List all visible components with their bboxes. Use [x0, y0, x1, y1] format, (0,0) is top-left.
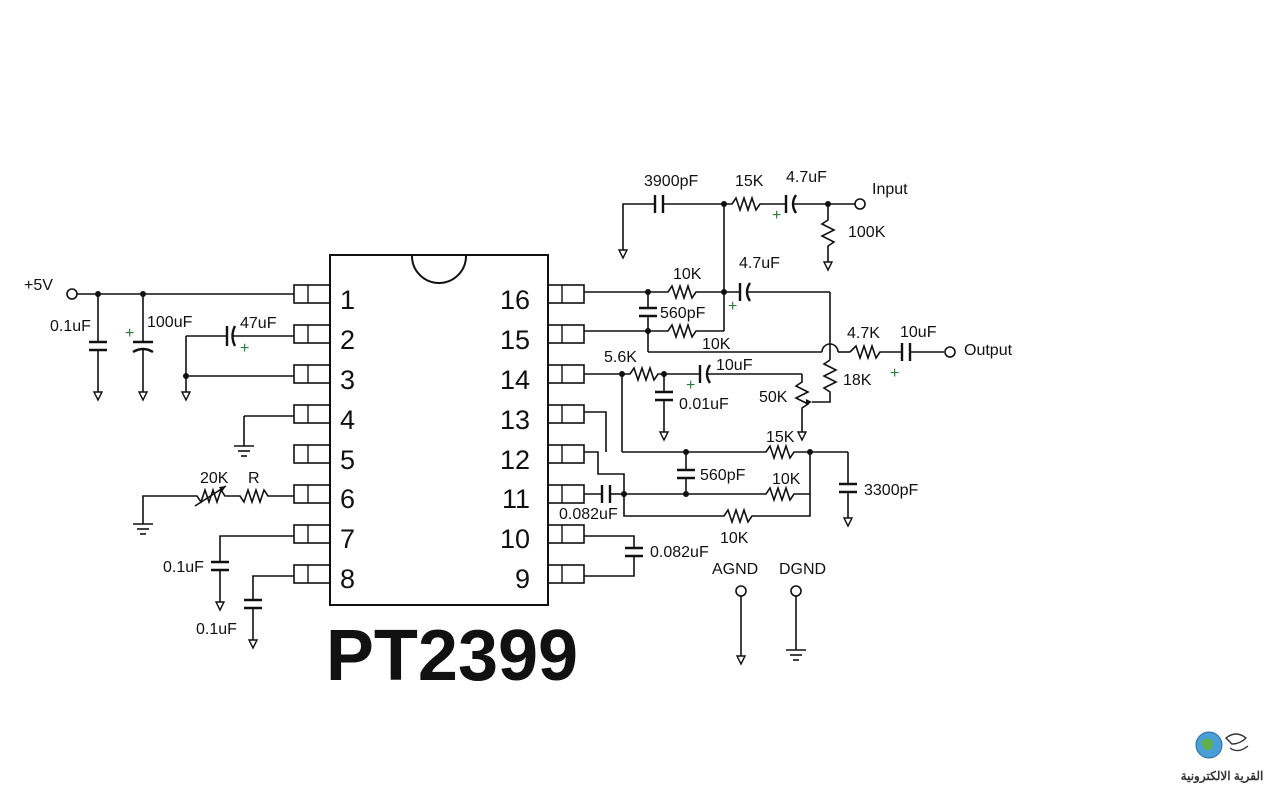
pin-box-left-4	[293, 404, 331, 424]
pin-box-right-8	[547, 564, 585, 584]
c-01uf-b-label: 0.1uF	[163, 559, 204, 576]
pin-number-7: 7	[340, 524, 355, 554]
pin-box-right-7	[547, 524, 585, 544]
pin-number-16: 16	[500, 285, 530, 315]
c-10uf-out-label: 10uF	[900, 324, 937, 341]
ic-body	[329, 254, 549, 606]
pin-number-8: 8	[340, 564, 355, 594]
r-10k-b-label: 10K	[702, 336, 731, 353]
pin-box-right-4	[547, 404, 585, 424]
c-01uf-c-label: 0.1uF	[196, 621, 237, 638]
watermark-text: القرية الالكترونية	[1181, 769, 1264, 784]
r-r-label: R	[248, 470, 260, 487]
pin-box-left-3	[293, 364, 331, 384]
watermark-logo	[1195, 731, 1249, 759]
r-10k-c-label: 10K	[772, 471, 801, 488]
left-circuit: + +	[66, 288, 294, 650]
chip-title: PT2399	[326, 616, 578, 696]
pin-box-left-7	[293, 524, 331, 544]
c-47uf-in-label: 4.7uF	[786, 169, 827, 186]
ic-pin-boxes	[293, 284, 585, 584]
pin-number-11: 11	[502, 484, 530, 514]
c-100uf-label: 100uF	[147, 314, 193, 331]
pin-number-15: 15	[500, 325, 530, 355]
output-label: Output	[964, 342, 1013, 359]
r-47k-label: 4.7K	[847, 325, 880, 342]
c-001uf-label: 0.01uF	[679, 396, 729, 413]
pin-box-right-1	[547, 284, 585, 304]
pin-box-left-2	[293, 324, 331, 344]
dgnd-label: DGND	[779, 561, 826, 578]
agnd-terminal	[735, 585, 747, 597]
svg-text:+: +	[890, 365, 899, 382]
c-10uf-b-label: 10uF	[716, 357, 753, 374]
pin-number-3: 3	[340, 365, 355, 395]
pin-number-6: 6	[340, 484, 355, 514]
svg-text:+: +	[240, 340, 249, 357]
pin-number-14: 14	[500, 365, 530, 395]
pin-box-right-3	[547, 364, 585, 384]
pin-number-10: 10	[500, 524, 530, 554]
svg-text:+: +	[728, 298, 737, 315]
c-47uf-b-label: 4.7uF	[739, 255, 780, 272]
r-10k-d-label: 10K	[720, 530, 749, 547]
pin-box-right-2	[547, 324, 585, 344]
c-3300pf-label: 3300pF	[864, 482, 918, 499]
c-560pf-b-label: 560pF	[700, 467, 746, 484]
r-10k-a-label: 10K	[673, 266, 702, 283]
svg-text:+: +	[772, 207, 781, 224]
ic-pin-numbers: 1 2 3 4 5 6 7 8 16 15 14 13 12 11 10 9	[340, 285, 530, 594]
vcc-terminal	[66, 288, 78, 300]
c-0082uf-b-label: 0.082uF	[650, 544, 709, 561]
svg-text:+: +	[686, 377, 695, 394]
dgnd-terminal	[790, 585, 802, 597]
pin-box-left-1	[293, 284, 331, 304]
svg-text:+: +	[125, 325, 134, 342]
pin-box-right-5	[547, 444, 585, 464]
r-15k-in-label: 15K	[735, 173, 764, 190]
pot-50k-label: 50K	[759, 389, 788, 406]
vcc-label: +5V	[24, 277, 53, 294]
r-20k-label: 20K	[200, 470, 229, 487]
pin-box-left-8	[293, 564, 331, 584]
pin-number-13: 13	[500, 405, 530, 435]
pin-number-5: 5	[340, 445, 355, 475]
c-47uf-label: 47uF	[240, 315, 277, 332]
r-15k-b-label: 15K	[766, 429, 795, 446]
input-terminal	[854, 198, 866, 210]
right-circuit: + + +	[584, 194, 956, 666]
c-0082uf-a-label: 0.082uF	[559, 506, 618, 523]
pin-number-1: 1	[340, 285, 355, 315]
pin-box-right-6	[547, 484, 585, 504]
pin-number-2: 2	[340, 325, 355, 355]
pin-number-12: 12	[500, 445, 530, 475]
r-18k-label: 18K	[843, 372, 872, 389]
input-label: Input	[872, 181, 908, 198]
pin-box-left-6	[293, 484, 331, 504]
pin-number-9: 9	[515, 564, 530, 594]
pin-number-4: 4	[340, 405, 355, 435]
output-terminal	[944, 346, 956, 358]
c-560pf-a-label: 560pF	[660, 305, 706, 322]
c-01uf-a-label: 0.1uF	[50, 318, 91, 335]
r-56k-label: 5.6K	[604, 349, 637, 366]
pin-box-left-5	[293, 444, 331, 464]
r-100k-label: 100K	[848, 224, 886, 241]
agnd-label: AGND	[712, 561, 758, 578]
c-3900pf-label: 3900pF	[644, 173, 698, 190]
